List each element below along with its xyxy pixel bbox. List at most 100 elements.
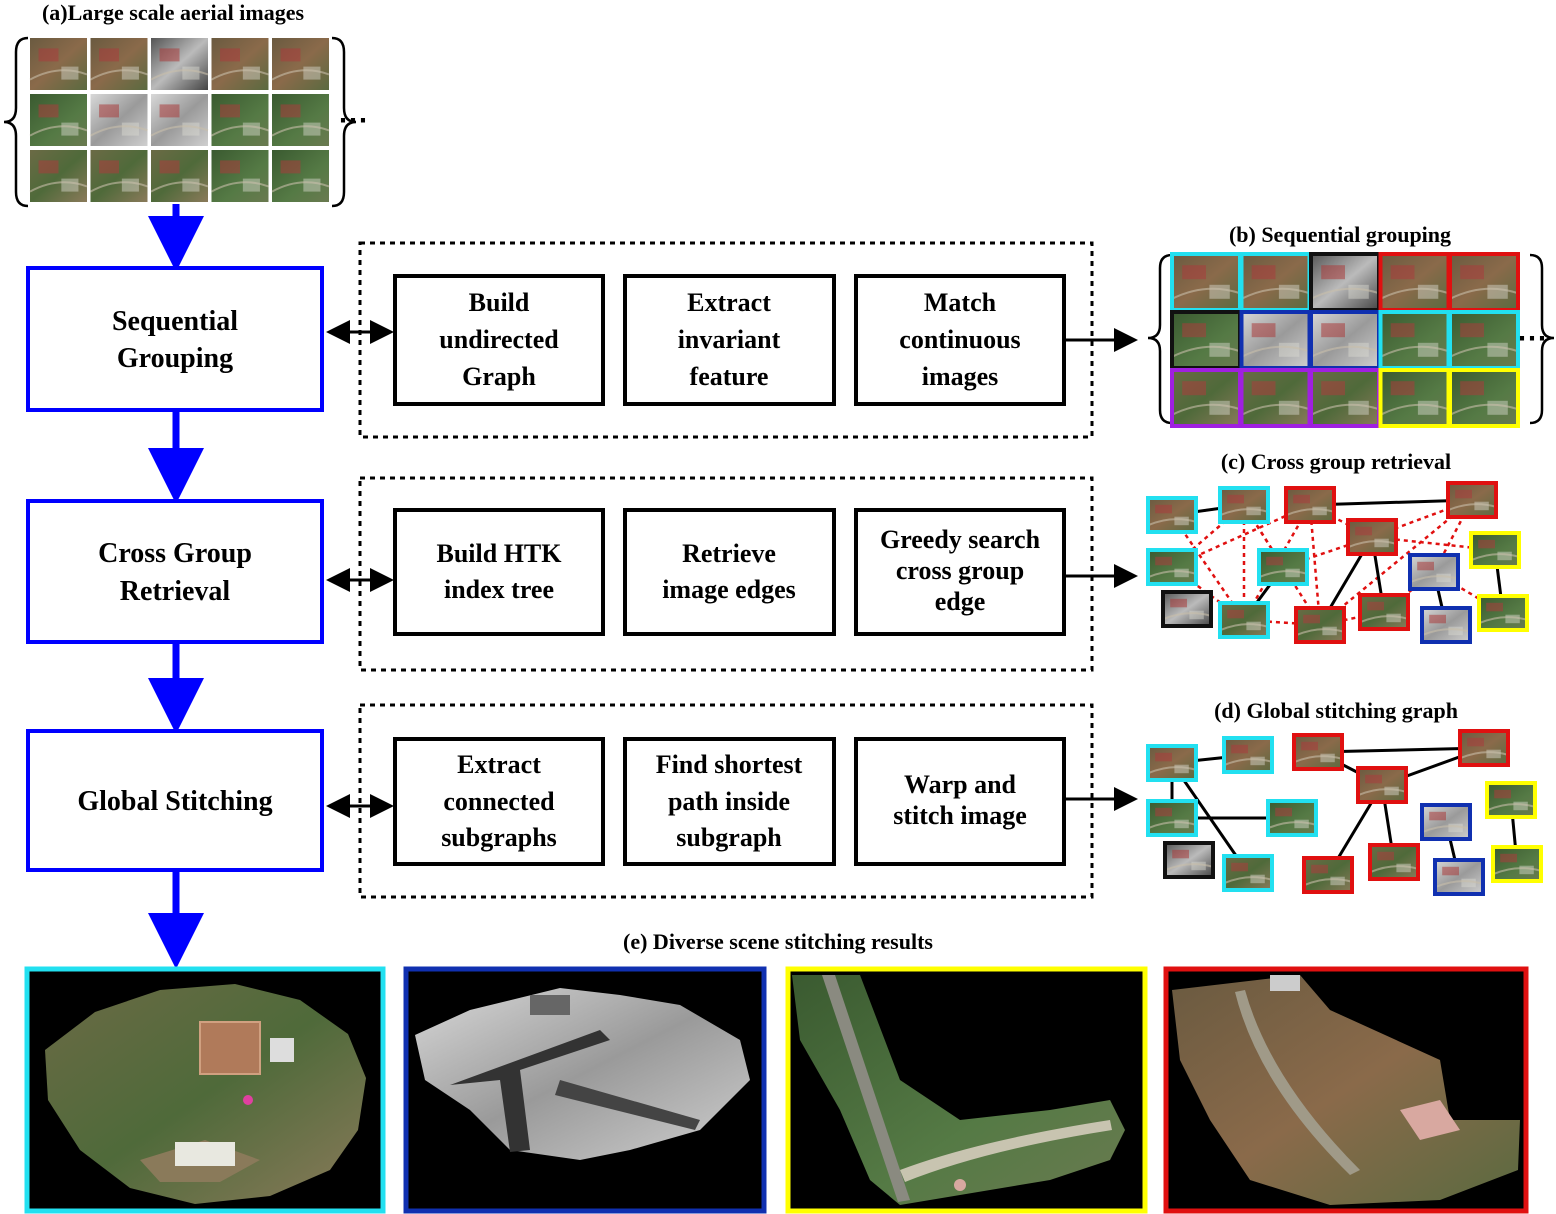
aerial-thumb <box>90 150 148 202</box>
stitch-node <box>1485 781 1537 819</box>
left-brace <box>3 36 29 208</box>
result-panel-blue <box>403 966 767 1214</box>
retrieval-node <box>1446 481 1498 519</box>
svg-text:image edges: image edges <box>662 575 796 604</box>
grouped-thumb <box>1170 368 1242 428</box>
svg-text:Retrieve: Retrieve <box>682 539 776 568</box>
svg-text:index tree: index tree <box>444 575 554 604</box>
stitch-node <box>1433 858 1485 896</box>
dashed-panel-2 <box>358 476 1094 672</box>
svg-text:Extract: Extract <box>687 288 771 317</box>
cross-group-retrieval-graph <box>1146 481 1529 644</box>
step-retrieve-image-edges: Retrieve image edges <box>623 508 836 636</box>
svg-text:Warp and: Warp and <box>904 770 1017 799</box>
result-panel-red <box>1163 966 1529 1214</box>
grouped-thumb <box>1170 252 1242 312</box>
aerial-thumb <box>271 150 330 202</box>
retrieval-node <box>1284 486 1336 524</box>
result-panel-yellow <box>785 966 1148 1214</box>
stitch-node <box>1356 766 1408 804</box>
retrieval-node <box>1161 590 1213 628</box>
step-build-htk-index-tree: Build HTK index tree <box>393 508 605 636</box>
svg-text:images: images <box>922 362 999 391</box>
grouped-thumb <box>1378 368 1451 428</box>
step-match-continuous-images: Match continuous images <box>854 274 1066 406</box>
stage-cross-group-retrieval: Cross Group Retrieval <box>26 499 324 644</box>
stitch-node <box>1163 841 1215 879</box>
svg-text:Grouping: Grouping <box>117 343 233 374</box>
stitch-node <box>1491 845 1543 883</box>
retrieval-node <box>1346 518 1398 556</box>
global-stitching-graph <box>1146 729 1543 896</box>
sequential-grouping-grid: ⋯ <box>1147 252 1555 428</box>
grouped-thumb <box>1448 310 1520 370</box>
retrieval-node <box>1146 548 1198 586</box>
grouped-thumb <box>1309 310 1381 370</box>
grouped-thumb <box>1239 368 1312 428</box>
svg-text:Build: Build <box>469 288 530 317</box>
grouped-thumb <box>1309 368 1381 428</box>
retrieval-node <box>1146 496 1198 534</box>
stitch-node <box>1222 736 1274 774</box>
step-find-shortest-path: Find shortest path inside subgraph <box>623 737 836 866</box>
svg-text:connected: connected <box>443 787 555 816</box>
stitch-node <box>1222 854 1274 892</box>
stitch-node <box>1146 799 1198 837</box>
grouped-thumb <box>1378 310 1451 370</box>
stitch-node <box>1420 803 1472 841</box>
title-b: (b) Sequential grouping <box>1229 222 1451 247</box>
grouped-thumb <box>1239 310 1312 370</box>
aerial-thumb <box>29 94 88 146</box>
grouped-thumb <box>1448 368 1520 428</box>
aerial-thumb <box>271 94 330 146</box>
right-brace <box>331 36 357 208</box>
svg-text:Extract: Extract <box>457 750 541 779</box>
step-extract-connected-subgraphs: Extract connected subgraphs <box>393 737 605 866</box>
svg-text:Global Stitching: Global Stitching <box>77 786 272 817</box>
title-e: (e) Diverse scene stitching results <box>623 929 933 954</box>
svg-text:Match: Match <box>924 288 997 317</box>
grouped-thumb <box>1239 252 1312 312</box>
aerial-thumb <box>90 38 148 90</box>
aerial-thumb <box>271 38 330 90</box>
grouped-thumb <box>1309 252 1381 312</box>
svg-text:cross group: cross group <box>896 556 1024 585</box>
title-a: (a)Large scale aerial images <box>42 0 305 25</box>
stitch-node <box>1458 729 1510 767</box>
aerial-thumb <box>211 94 269 146</box>
aerial-thumb <box>150 150 209 202</box>
svg-text:undirected: undirected <box>439 325 559 354</box>
svg-text:Find shortest: Find shortest <box>656 750 803 779</box>
stitch-node <box>1266 799 1318 837</box>
title-d: (d) Global stitching graph <box>1214 698 1458 723</box>
svg-text:Sequential: Sequential <box>112 306 238 337</box>
retrieval-node <box>1257 548 1309 586</box>
svg-text:subgraph: subgraph <box>676 823 782 852</box>
stage-global-stitching: Global Stitching <box>26 729 324 872</box>
dashed-panel-1 <box>358 241 1094 439</box>
svg-text:edge: edge <box>935 587 986 616</box>
retrieval-node <box>1420 606 1472 644</box>
svg-text:continuous: continuous <box>899 325 1020 354</box>
stitch-node <box>1292 733 1344 771</box>
right-brace-b <box>1529 253 1555 425</box>
title-c: (c) Cross group retrieval <box>1221 449 1451 474</box>
svg-text:stitch image: stitch image <box>893 801 1027 830</box>
step-build-undirected-graph: Build undirected Graph <box>393 274 605 406</box>
retrieval-node <box>1358 593 1410 631</box>
aerial-thumb <box>150 94 209 146</box>
aerial-thumb <box>211 38 269 90</box>
aerial-thumb <box>29 150 88 202</box>
grouped-thumb <box>1170 310 1242 370</box>
svg-text:subgraphs: subgraphs <box>441 823 557 852</box>
svg-text:Cross Group: Cross Group <box>98 538 252 569</box>
svg-text:path inside: path inside <box>668 787 790 816</box>
svg-text:Greedy search: Greedy search <box>880 525 1041 554</box>
grouped-thumb <box>1448 252 1520 312</box>
step-greedy-search-cross-group-edge: Greedy search cross group edge <box>854 508 1066 636</box>
aerial-thumb <box>29 38 88 90</box>
stitch-node <box>1368 843 1420 881</box>
ellipsis-b: ⋯ <box>1517 322 1547 355</box>
svg-text:Graph: Graph <box>462 362 536 391</box>
